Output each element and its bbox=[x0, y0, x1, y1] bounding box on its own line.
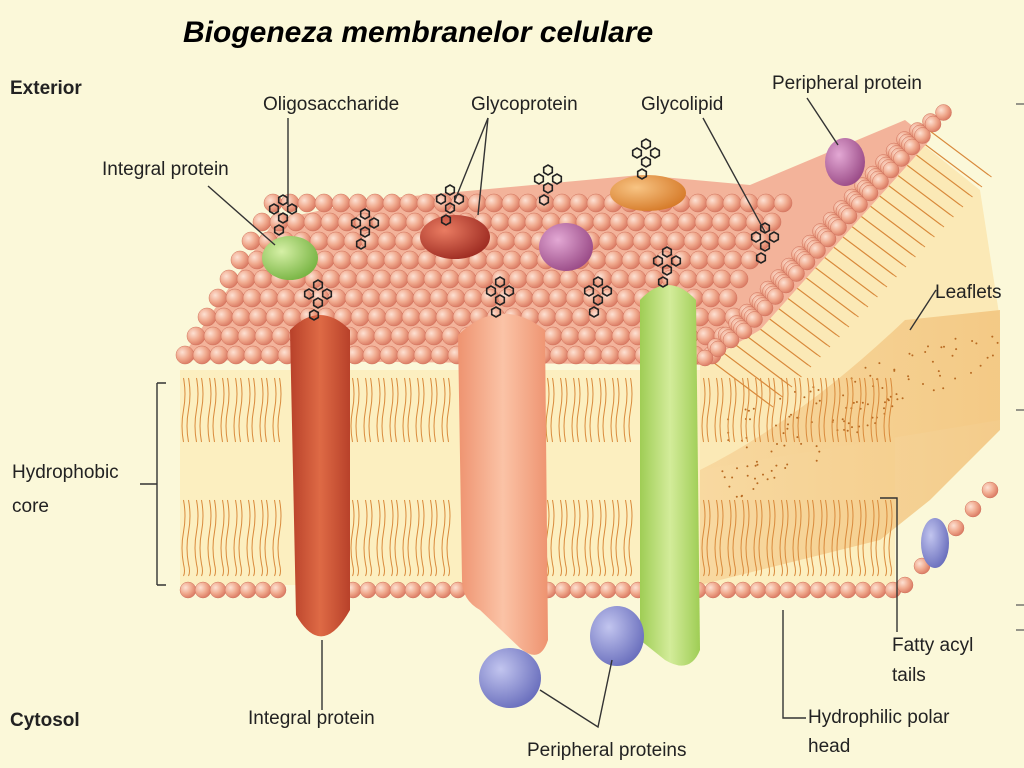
label-leaflets: Leaflets bbox=[935, 282, 1002, 303]
label-tails: tails bbox=[892, 665, 926, 686]
edge-ticks bbox=[1016, 103, 1024, 631]
oligosaccharide-chains bbox=[268, 138, 780, 321]
label-oligosaccharide: Oligosaccharide bbox=[263, 94, 400, 115]
page-title: Biogeneza membranelor celulare bbox=[183, 16, 654, 49]
label-hydrophobic: Hydrophobic bbox=[12, 462, 119, 483]
label-glycoprotein: Glycoprotein bbox=[471, 94, 578, 115]
label-glycolipid: Glycolipid bbox=[641, 94, 724, 115]
label-cytosol: Cytosol bbox=[10, 710, 80, 731]
label-core: core bbox=[12, 496, 49, 517]
label-integral-protein-top: Integral protein bbox=[102, 159, 229, 180]
surface-proteins bbox=[262, 138, 949, 708]
label-exterior: Exterior bbox=[10, 78, 82, 99]
label-peripheral-proteins: Peripheral proteins bbox=[527, 740, 687, 761]
label-fatty-acyl: Fatty acyl bbox=[892, 635, 974, 656]
label-hydrophilic-polar: Hydrophilic polar bbox=[808, 707, 950, 728]
label-leader-lines bbox=[140, 97, 937, 729]
label-peripheral-protein-top: Peripheral protein bbox=[772, 73, 922, 94]
label-head: head bbox=[808, 736, 851, 757]
label-integral-protein-bottom: Integral protein bbox=[248, 708, 375, 729]
integral-protein-red bbox=[290, 315, 350, 637]
integral-protein-green bbox=[640, 285, 700, 666]
fatty-acyl-tails bbox=[181, 377, 893, 577]
integral-protein-orange bbox=[458, 313, 548, 655]
